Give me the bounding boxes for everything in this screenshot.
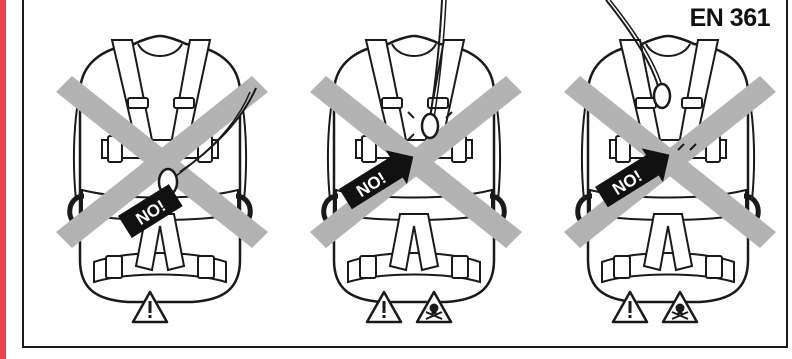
panel-1: NO!	[42, 0, 282, 344]
instruction-frame: EN 361	[22, 0, 788, 348]
harness-illustration: NO!	[42, 0, 282, 344]
panel-2: NO!	[296, 0, 536, 344]
accent-rule	[0, 0, 6, 359]
harness-illustration: NO!	[296, 0, 536, 344]
panel-3: NO!	[550, 0, 790, 344]
harness-illustration: NO!	[550, 0, 790, 344]
